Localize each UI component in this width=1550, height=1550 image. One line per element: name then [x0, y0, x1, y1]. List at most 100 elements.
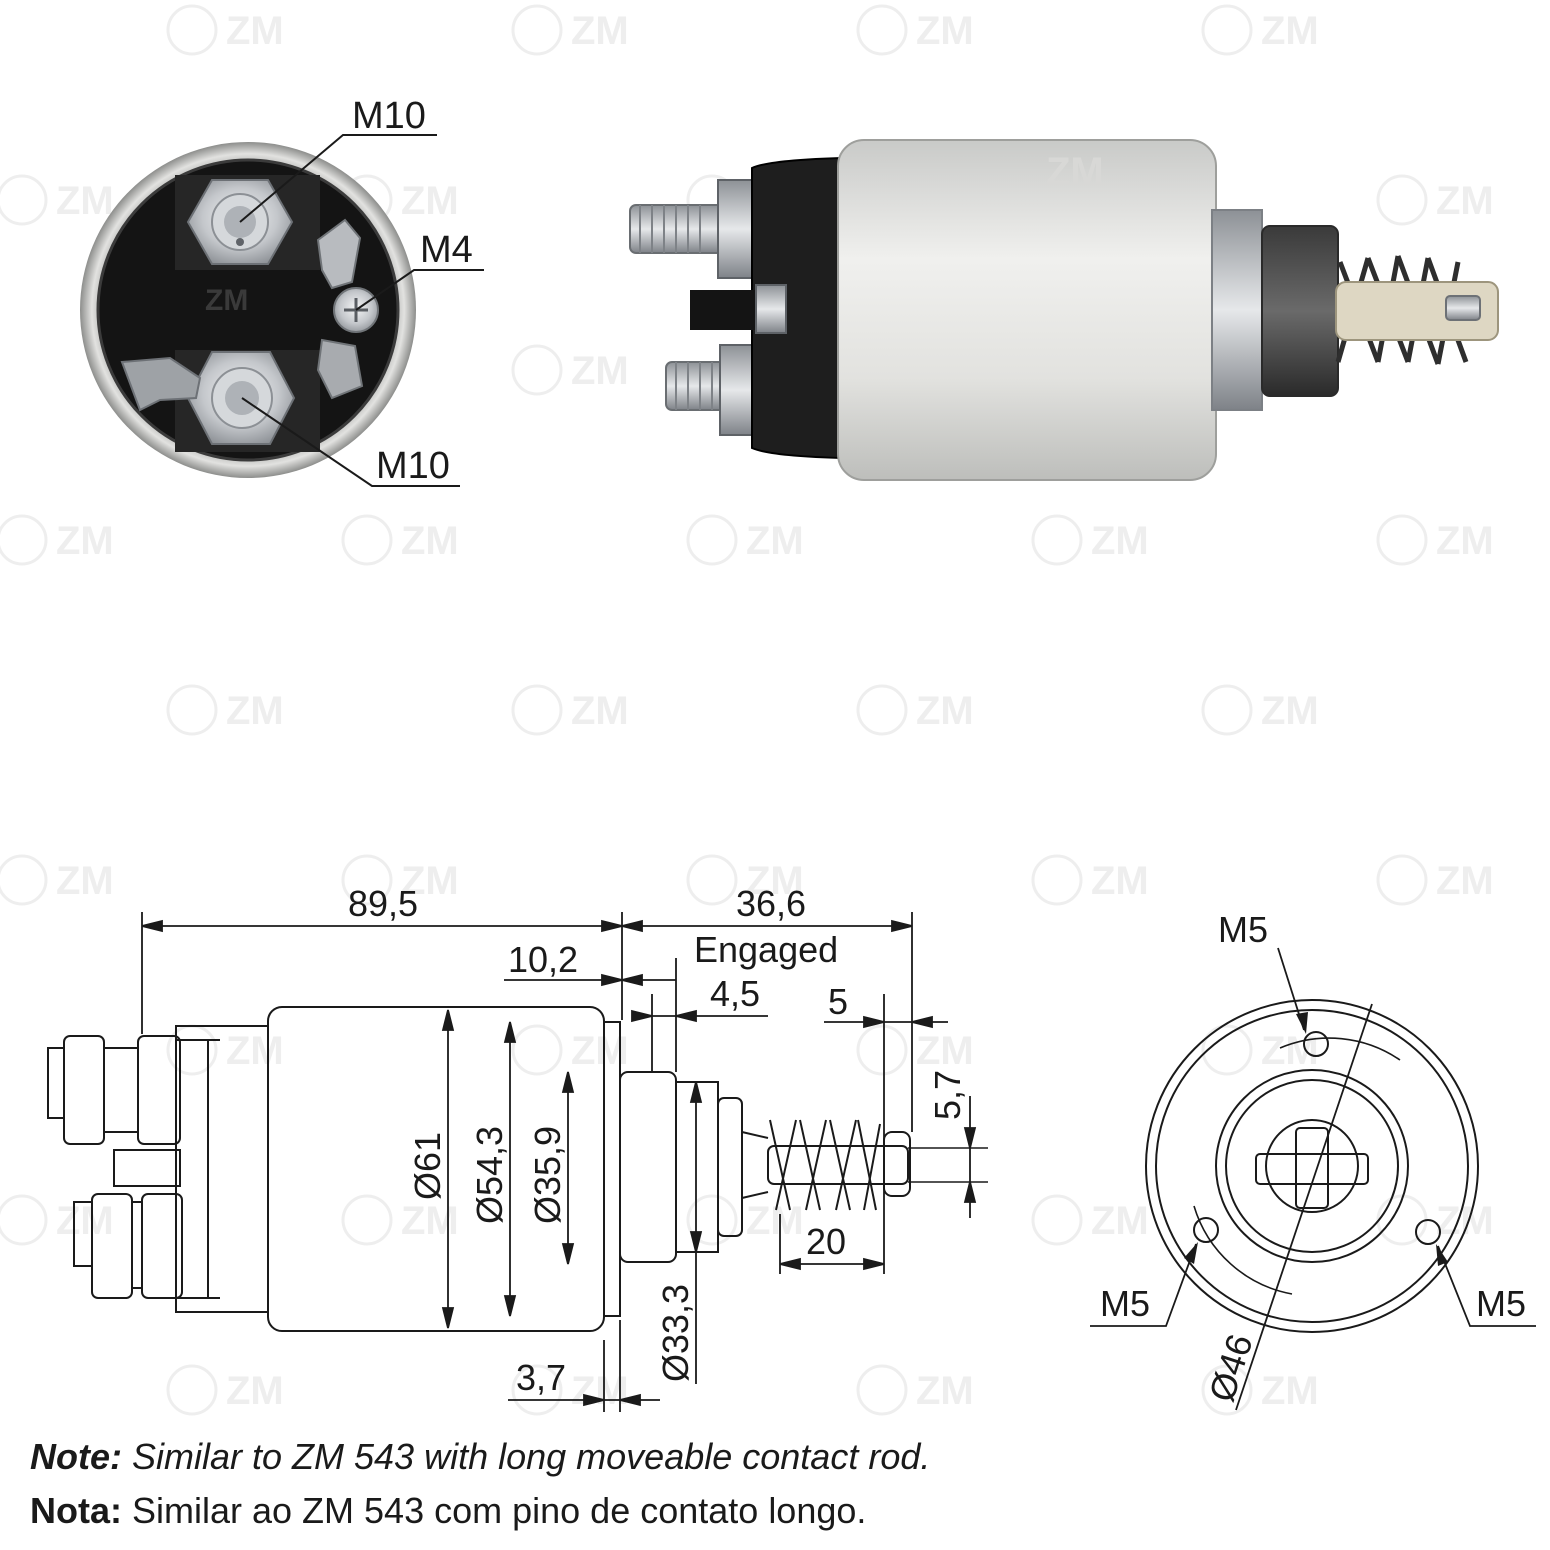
- watermark-mark: [341, 514, 393, 566]
- front-view-drawing: [1090, 947, 1536, 1411]
- watermark-mark: [511, 684, 563, 736]
- front-hole-top-label: M5: [1218, 909, 1268, 950]
- dim-plunger-state: Engaged: [694, 929, 838, 970]
- watermark-mark: [856, 684, 908, 736]
- watermark-text: ZM: [226, 1029, 284, 1073]
- watermark-text: ZM: [571, 9, 629, 53]
- watermark-text: ZM: [916, 689, 974, 733]
- dim-rod-end-height: 5,7: [927, 1070, 968, 1120]
- watermark-text: ZM: [746, 1199, 804, 1243]
- watermark-text: ZM: [571, 689, 629, 733]
- watermark-mark: [1201, 684, 1253, 736]
- side-view-dimension-lines: [141, 912, 977, 1412]
- watermark-text: ZM: [1091, 859, 1149, 903]
- note-english: Note: Similar to ZM 543 with long moveab…: [30, 1436, 930, 1478]
- watermark-mark: [1031, 1194, 1083, 1246]
- watermark-text: ZM: [1091, 1199, 1149, 1243]
- watermark-text: ZM: [1091, 519, 1149, 563]
- watermark-text: ZM: [226, 1369, 284, 1413]
- watermark-mark: [0, 1194, 48, 1246]
- watermark-text: ZM: [401, 179, 459, 223]
- watermark-text: ZM: [746, 519, 804, 563]
- watermark-text: ZM: [56, 179, 114, 223]
- watermark-text: ZM: [1261, 1029, 1319, 1073]
- note-portuguese-text: Similar ao ZM 543 com pino de contato lo…: [122, 1490, 867, 1531]
- side-view-logo: ZM: [1046, 150, 1104, 194]
- watermark-mark: [166, 4, 218, 56]
- dim-flange-offset: 10,2: [508, 939, 578, 980]
- watermark-mark: [511, 4, 563, 56]
- watermark-mark: [856, 1024, 908, 1076]
- watermark-mark: [166, 1364, 218, 1416]
- watermark-text: ZM: [916, 1369, 974, 1413]
- watermark-mark: [0, 174, 48, 226]
- note-portuguese: Nota: Similar ao ZM 543 com pino de cont…: [30, 1490, 866, 1532]
- watermark-text: ZM: [916, 1029, 974, 1073]
- dim-step-width: 4,5: [710, 973, 760, 1014]
- watermark-text: ZM: [56, 859, 114, 903]
- note-english-prefix: Note:: [30, 1436, 122, 1477]
- watermark-text: ZM: [1436, 1199, 1494, 1243]
- watermark-text: ZM: [401, 859, 459, 903]
- watermark-text: ZM: [56, 1199, 114, 1243]
- watermark-mark: [1201, 1364, 1253, 1416]
- label-m10-top: M10: [352, 95, 426, 137]
- watermark-text: ZM: [226, 9, 284, 53]
- note-english-text: Similar to ZM 543 with long moveable con…: [122, 1436, 931, 1477]
- watermark-mark: [686, 1194, 738, 1246]
- dim-inner-diameter: Ø54,3: [469, 1126, 510, 1224]
- dim-rod-end-length: 5: [828, 981, 848, 1022]
- watermark-mark: [1376, 854, 1428, 906]
- watermark-mark: [0, 514, 48, 566]
- dim-body-diameter: Ø61: [407, 1132, 448, 1200]
- watermark-text: ZM: [746, 859, 804, 903]
- watermark-mark: [1376, 514, 1428, 566]
- watermark-text: ZM: [1436, 519, 1494, 563]
- watermark-mark: [0, 854, 48, 906]
- watermark-text: ZM: [1436, 179, 1494, 223]
- watermark-text: ZM: [1261, 689, 1319, 733]
- end-view-leaders: [239, 134, 484, 487]
- watermark-mark: [1376, 1194, 1428, 1246]
- watermark-mark: [1376, 174, 1428, 226]
- watermark-mark: [511, 1024, 563, 1076]
- note-portuguese-prefix: Nota:: [30, 1490, 122, 1531]
- watermark-text: ZM: [916, 9, 974, 53]
- dim-overall-length: 89,5: [348, 883, 418, 924]
- watermark-layer: ZM ZM ZM ZM ZM ZM ZM ZM ZM ZM ZM ZM ZM ZM ZM ZM ZM ZM ZM ZM…: [0, 4, 1494, 1416]
- watermark-text: ZM: [401, 1199, 459, 1243]
- watermark-text: ZM: [1261, 1369, 1319, 1413]
- watermark-mark: [686, 854, 738, 906]
- watermark-mark: [686, 514, 738, 566]
- watermark-mark: [341, 854, 393, 906]
- watermark-text: ZM: [401, 519, 459, 563]
- dim-nose-diameter: Ø33,3: [655, 1284, 696, 1382]
- end-view-photo: ZM: [80, 142, 416, 478]
- watermark-text: ZM: [56, 519, 114, 563]
- watermark-mark: [1201, 4, 1253, 56]
- label-m10-bottom: M10: [376, 445, 450, 487]
- watermark-text: ZM: [226, 689, 284, 733]
- watermark-text: ZM: [1261, 9, 1319, 53]
- side-view-photo: ZM: [629, 139, 1499, 481]
- watermark-mark: [341, 1194, 393, 1246]
- front-view-arrows: [1184, 1012, 1448, 1266]
- watermark-mark: [1031, 854, 1083, 906]
- watermark-mark: [511, 1364, 563, 1416]
- watermark-mark: [166, 684, 218, 736]
- label-m4: M4: [420, 229, 473, 271]
- end-view-logo: ZM: [205, 284, 248, 317]
- watermark-mark: [1201, 1024, 1253, 1076]
- dim-flange-thickness: 3,7: [516, 1357, 566, 1398]
- watermark-mark: [511, 344, 563, 396]
- watermark-mark: [856, 1364, 908, 1416]
- watermark-text: ZM: [571, 349, 629, 393]
- terminal-nut-bottom: [186, 351, 296, 445]
- side-view-drawing: [47, 1006, 988, 1332]
- watermark-mark: [1031, 514, 1083, 566]
- watermark-mark: [856, 4, 908, 56]
- dim-spring-length: 20: [806, 1221, 846, 1262]
- watermark-text: ZM: [1436, 859, 1494, 903]
- front-hole-right-label: M5: [1476, 1283, 1526, 1324]
